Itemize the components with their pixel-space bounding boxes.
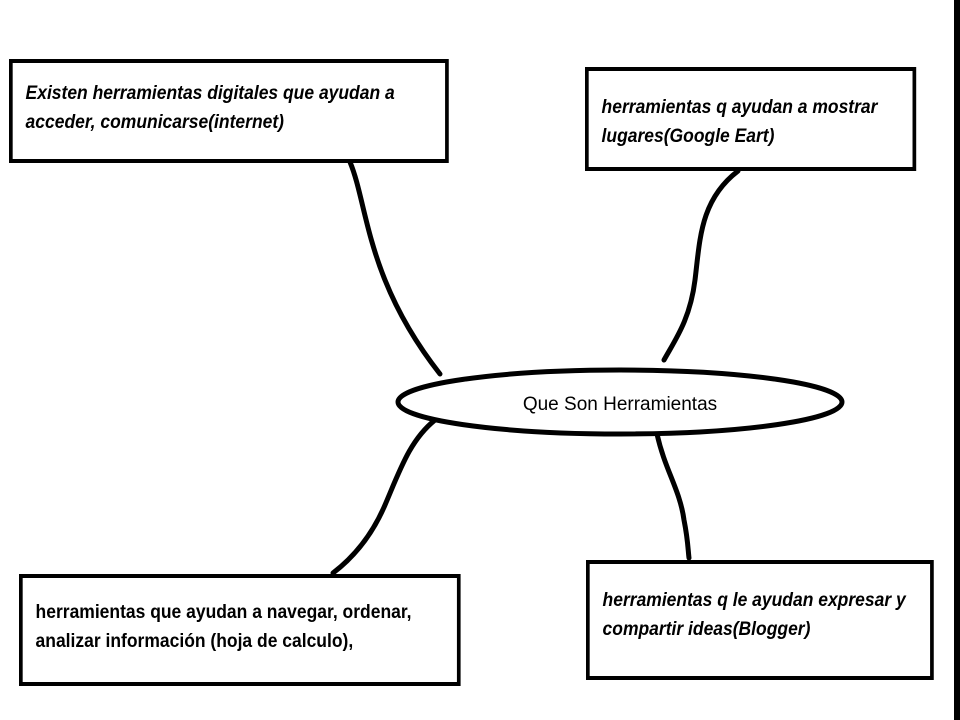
node-top-right-line-2: lugares(Google Eart) — [601, 126, 775, 148]
node-bottom-left-line-2: analizar información (hoja de calculo), — [35, 631, 354, 653]
node-bottom-right-line-1: herramientas q le ayudan expresar y — [602, 590, 906, 611]
node-bottom-left-line-1: herramientas que ayudan a navegar, orden… — [35, 602, 412, 623]
node-bottom-right: herramientas q le ayudan expresar y comp… — [586, 560, 934, 680]
node-top-left: Existen herramientas digitales que ayuda… — [9, 59, 449, 163]
right-edge-bar — [954, 0, 960, 720]
node-bottom-right-line-2: compartir ideas(Blogger) — [602, 619, 811, 641]
center-node-label: Que Son Herramientas — [522, 394, 718, 415]
center-ellipse — [395, 367, 845, 437]
node-top-right: herramientas q ayudan a mostrar lugares(… — [585, 67, 917, 171]
node-top-left-line-2: acceder, comunicarse(internet) — [25, 112, 284, 134]
connector-bottom-left — [330, 417, 438, 576]
node-bottom-left: herramientas que ayudan a navegar, orden… — [19, 574, 461, 686]
connector-top-right — [661, 168, 741, 363]
connector-bottom-right — [654, 431, 692, 561]
node-top-left-line-1: Existen herramientas digitales que ayuda… — [25, 83, 395, 104]
node-top-right-line-1: herramientas q ayudan a mostrar — [601, 97, 878, 118]
connector-top-left — [347, 159, 443, 377]
